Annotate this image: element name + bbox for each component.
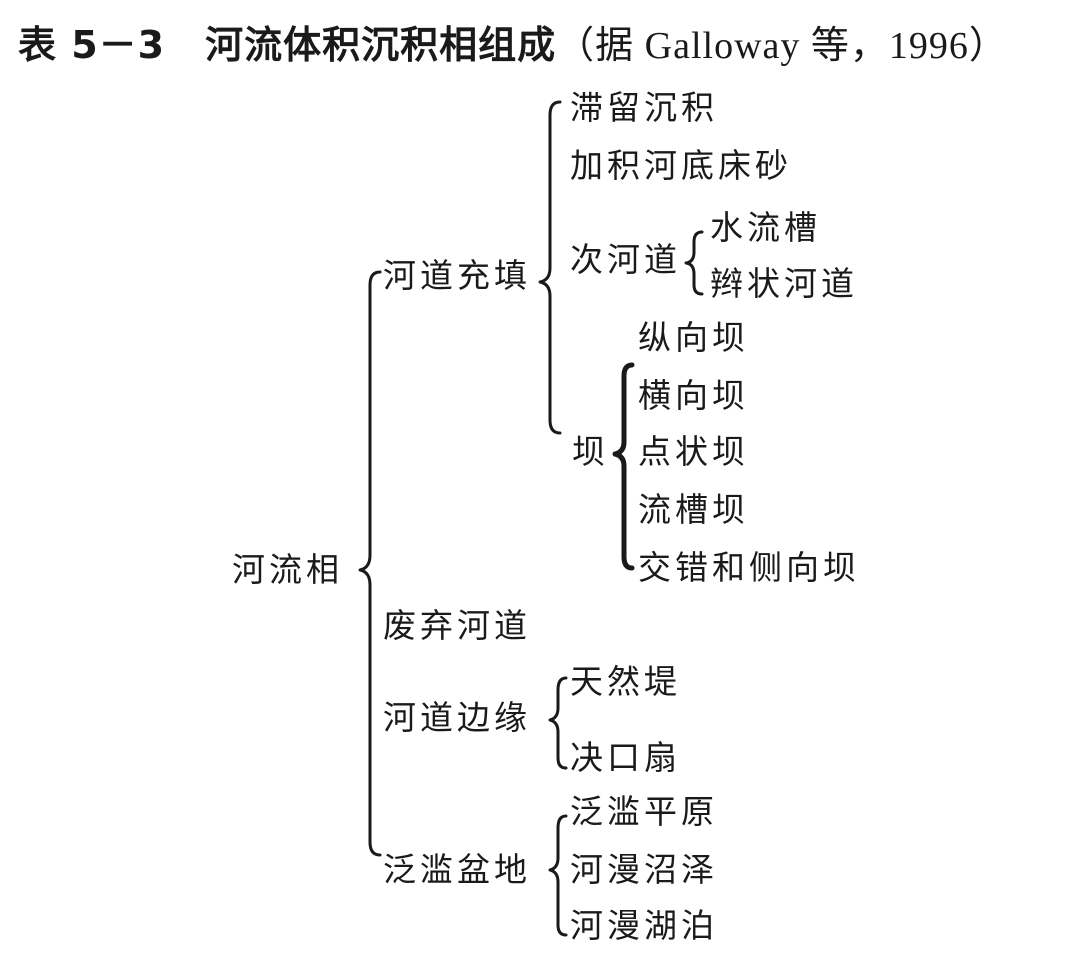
bar-brace [612, 362, 635, 571]
node-channel-fill: 河道充填 [383, 256, 531, 295]
channel-margin-brace [548, 676, 568, 770]
node-channel-margin: 河道边缘 [383, 698, 531, 737]
root-node: 河流相 [232, 550, 343, 589]
node-alternate-lateral-bar: 交错和侧向坝 [638, 548, 860, 587]
node-floodbasin: 泛滥盆地 [383, 850, 531, 889]
node-floodplain-lake: 河漫湖泊 [570, 906, 718, 945]
node-chute-bar: 流槽坝 [638, 490, 749, 529]
node-point-bar: 点状坝 [638, 432, 749, 471]
node-floodplain: 泛滥平原 [570, 792, 718, 831]
channel-fill-brace [538, 100, 562, 435]
node-longitudinal-bar: 纵向坝 [638, 318, 749, 357]
node-subchannel: 次河道 [570, 240, 681, 279]
table-title: 表 5－3 河流体积沉积相组成（据 Galloway 等，1996） [18, 14, 1008, 69]
floodbasin-brace [548, 814, 568, 937]
table-citation: （据 Galloway 等，1996） [556, 25, 1008, 67]
table-caption: 河流体积沉积相组成 [205, 23, 557, 67]
node-natural-levee: 天然堤 [570, 662, 681, 701]
node-crevasse-splay: 决口扇 [570, 738, 681, 777]
node-braided-channel: 辫状河道 [710, 264, 858, 303]
node-bar: 坝 [572, 432, 609, 471]
node-transverse-bar: 横向坝 [638, 376, 749, 415]
node-chute: 水流槽 [710, 208, 821, 247]
node-floodplain-swamp: 河漫沼泽 [570, 850, 718, 889]
node-aggradational-bedload: 加积河底床砂 [570, 146, 792, 185]
node-abandoned-channel: 废弃河道 [383, 606, 531, 645]
subchannel-brace [684, 230, 704, 296]
node-lag-deposit: 滞留沉积 [570, 88, 718, 127]
root-brace [358, 270, 382, 857]
table-number: 表 5－3 [18, 23, 166, 67]
